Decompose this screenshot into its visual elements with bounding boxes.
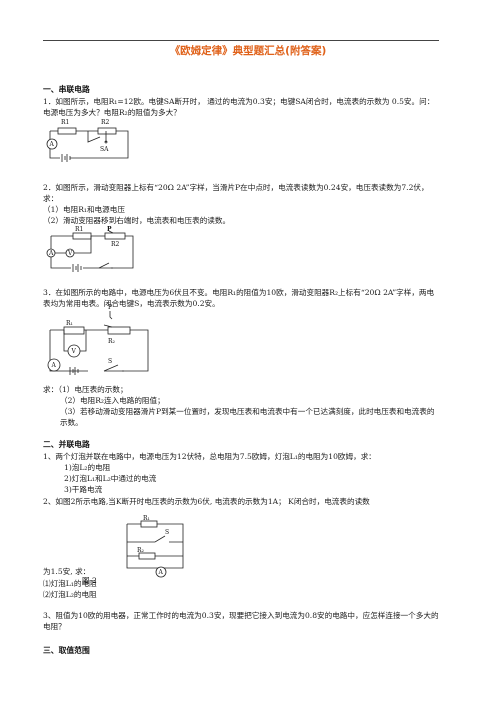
s2-question-2-part-1: ⑴灯泡L₁的电阻 <box>43 579 97 588</box>
s1-question-2-part-1: （1）电阻R₁和电源电压 <box>43 205 125 214</box>
f3-label-v: V <box>71 348 77 355</box>
s2-question-2: 2、如图2所示电路,当K断开时电压表的示数为6伏, 电流表的示数为1A； K闭合… <box>43 497 370 506</box>
s2-question-2-continued: 为1.5安, 求： <box>43 567 91 576</box>
f3-resistor-r1 <box>63 326 85 335</box>
f1-resistor-r2 <box>97 127 117 135</box>
f1-ammeter <box>46 138 58 150</box>
f3-label-r2: R₂ <box>108 338 116 345</box>
f3-label-s: S <box>108 358 112 365</box>
header-rule <box>43 40 439 41</box>
s1-question-3: 3．在如图所示的电路中，电源电压为6伏且不变。电阻R₁的阻值为10欧，滑动变阻器… <box>43 288 435 308</box>
s1-question-3-part-3: （3）若移动滑动变阻器滑片P到某一位置时，发现电压表和电流表中有一个已达满刻度，… <box>60 407 435 427</box>
f3-voltmeter <box>67 344 81 358</box>
f2-voltmeter <box>65 248 75 258</box>
f2-label-a: A <box>48 250 54 257</box>
f4-label-r2: R₂ <box>137 547 145 554</box>
f1-label-sa: SA <box>100 146 109 153</box>
section-heading-parallel: 二、并联电路 <box>43 440 90 449</box>
f2-rheostat-r2 <box>104 232 126 240</box>
f4-label-s: S <box>165 529 169 536</box>
figure-4-caption: 图 2 <box>82 576 97 585</box>
f4-label-r1: R₁ <box>143 515 150 522</box>
f1-label-r1: R1 <box>61 119 69 126</box>
figure-3-circuit: P R₁ R₂ V A S <box>47 304 149 375</box>
s1-question-3-part-2: （2）电阻R₂连入电路的阻值； <box>60 396 165 405</box>
section-heading-value-range: 三、取值范围 <box>43 646 90 655</box>
s1-question-1: 1．如图所示，电阻R₁=12欧。电键SA断开时， 通过的电流为0.3安；电键SA… <box>43 97 435 117</box>
f2-label-v: V <box>67 250 73 257</box>
f3-label-r1: R₁ <box>66 320 73 327</box>
f4-ammeter <box>155 566 167 578</box>
page-title: 《欧姆定律》典型题汇总(附答案) <box>169 45 327 57</box>
f2-label-r1: R1 <box>75 226 83 233</box>
s1-question-3-part-1: 求：（1）电压表的示数； <box>43 385 128 394</box>
s2-question-1-part-3: 3)干路电流 <box>64 485 103 494</box>
s2-question-1-part-2: 2)灯泡L₁和L₂中通过的电流 <box>64 474 157 483</box>
s2-question-1-part-1: 1)泡L₂的电阻 <box>64 463 111 472</box>
s1-question-2-part-2: （2）滑动变阻器移到右端时，电流表和电压表的读数。 <box>43 216 231 225</box>
f1-label-r2: R2 <box>101 119 110 126</box>
s2-question-1: 1、两个灯泡并联在电路中，电源电压为12伏特，总电阻为7.5欧姆，灯泡L₁的电阻… <box>43 452 376 461</box>
f2-label-p: P <box>107 226 112 233</box>
section-heading-series: 一、串联电路 <box>43 85 90 94</box>
f2-label-r2: R2 <box>111 241 120 248</box>
f2-resistor-r1 <box>72 232 92 240</box>
figure-4-circuit: R₁ S R₂ A <box>126 515 184 578</box>
f3-ammeter <box>47 358 61 372</box>
s1-question-2: 2．如图所示，滑动变阻器上标有“20Ω 2A”字样，当滑片P在中点时，电流表读数… <box>43 183 429 203</box>
figure-2-circuit: R1 P R2 A V <box>46 226 134 272</box>
f3-rheostat-r2 <box>107 326 131 335</box>
f3-label-a: A <box>51 362 57 369</box>
f4-label-a: A <box>158 569 164 576</box>
f1-label-a: A <box>49 141 55 148</box>
f1-resistor-r1 <box>57 127 77 135</box>
figure-1-circuit: R1 R2 SA A <box>46 119 129 162</box>
f3-label-p: P <box>108 304 112 311</box>
s2-question-2-part-2: ⑵灯泡L₂的电阻 <box>43 590 97 599</box>
s2-question-3: 3、阻值为10欧的用电器，正常工作时的电流为0.3安，现要把它接入到电流为0.8… <box>43 611 439 631</box>
